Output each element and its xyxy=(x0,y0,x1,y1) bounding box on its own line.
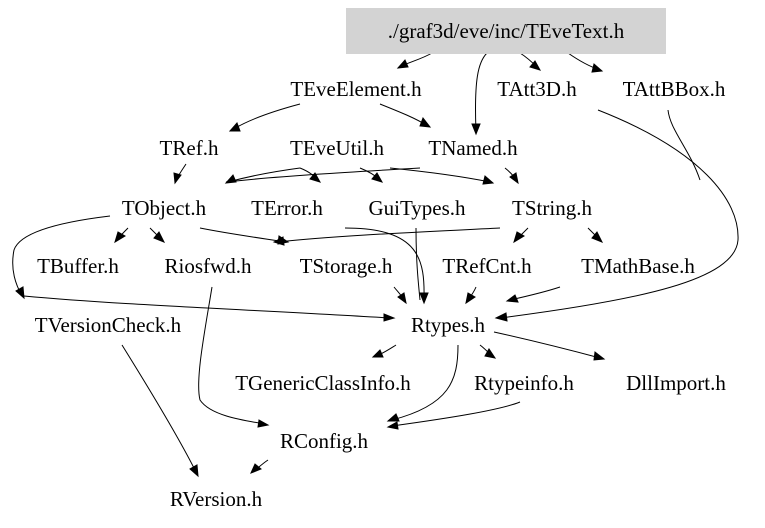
edge-tobject-tversioncheck xyxy=(12,215,111,297)
node-tstring: TString.h xyxy=(512,196,592,220)
node-root: ./graf3d/eve/inc/TEveText.h xyxy=(346,8,666,54)
edge-rtypes-rconfig xyxy=(391,344,459,421)
edge-teveelement-tref xyxy=(231,103,301,131)
edge-riosfwd-rconfig xyxy=(198,286,266,425)
root-box xyxy=(346,8,666,54)
edge-tatt3d-rtypes xyxy=(499,109,739,319)
node-tobject: TObject.h xyxy=(122,196,207,220)
edge-terror-rtypes xyxy=(344,227,425,301)
node-riosfwd: Riosfwd.h xyxy=(165,254,252,278)
root-label: ./graf3d/eve/inc/TEveText.h xyxy=(388,19,625,43)
node-rconfig: RConfig.h xyxy=(280,429,369,453)
node-rtypes: Rtypes.h xyxy=(411,313,486,337)
node-tstorage: TStorage.h xyxy=(300,254,393,278)
node-trefcnt: TRefCnt.h xyxy=(442,254,532,278)
edge-tnamed-tobject xyxy=(225,167,421,183)
node-rtypeinfo: Rtypeinfo.h xyxy=(474,371,574,395)
edge-tobject-rtypes xyxy=(23,295,391,319)
node-rversion: RVersion.h xyxy=(170,487,263,511)
node-tref: TRef.h xyxy=(160,136,219,160)
edge-tobject-tstorage xyxy=(199,227,287,243)
edge-teveutil-tstring xyxy=(389,167,491,183)
edge-tmathbase-rtypes xyxy=(509,286,561,301)
node-tmathbase: TMathBase.h xyxy=(581,254,695,278)
node-tgenericclassinfo: TGenericClassInfo.h xyxy=(235,371,411,395)
node-terror: TError.h xyxy=(251,196,323,220)
node-tattbbox: TAttBBox.h xyxy=(623,77,726,101)
node-guitypes: GuiTypes.h xyxy=(368,196,466,220)
edge-rtypeinfo-rconfig xyxy=(391,401,521,427)
node-teveutil: TEveUtil.h xyxy=(290,136,384,160)
edge-teveutil-tobject xyxy=(227,167,301,183)
node-teveelement: TEveElement.h xyxy=(290,77,422,101)
edge-tstring-tstorage xyxy=(277,227,501,243)
edge-guitypes-rtypes xyxy=(415,227,421,301)
edge-tattbbox-rtypes xyxy=(667,109,701,181)
edge-rtypes-dllimport xyxy=(493,331,601,359)
node-tnamed: TNamed.h xyxy=(428,136,518,160)
edge-tversioncheck-rversion xyxy=(121,344,197,473)
node-dllimport: DllImport.h xyxy=(626,371,726,395)
node-tversioncheck: TVersionCheck.h xyxy=(35,313,182,337)
node-tatt3d: TAtt3D.h xyxy=(497,77,577,101)
edge-root-tnamed xyxy=(475,52,488,133)
nodes: TEveElement.h TAtt3D.h TAttBBox.h TRef.h… xyxy=(35,77,727,511)
edges xyxy=(12,52,739,478)
node-tbuffer: TBuffer.h xyxy=(37,254,119,278)
